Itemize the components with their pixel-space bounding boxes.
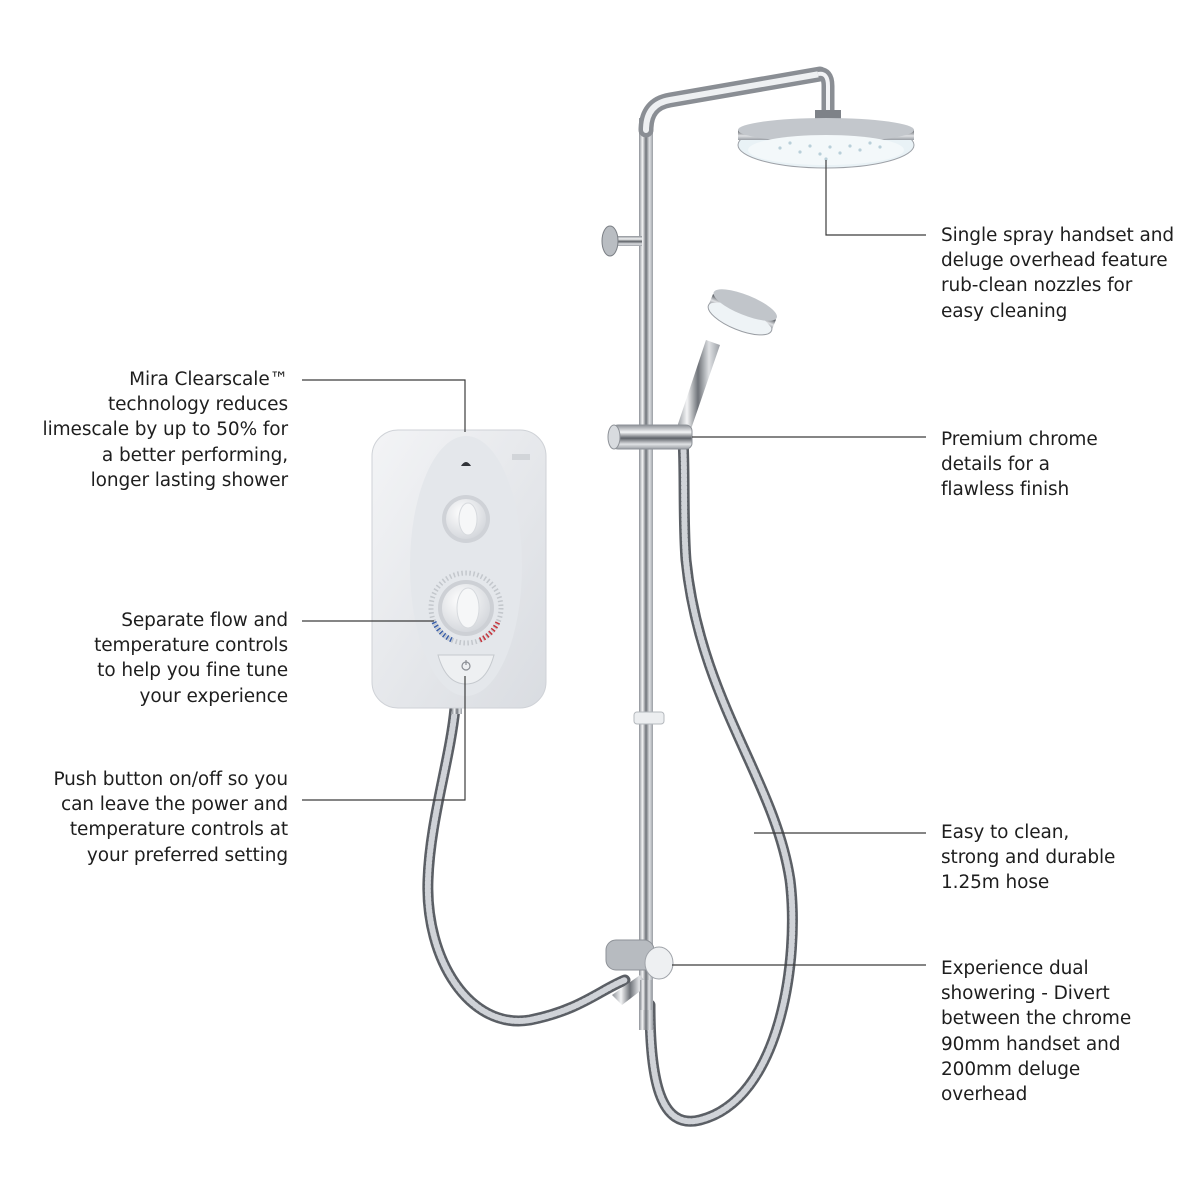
callout-chrome-details: Premium chrome details for a flawless fi… bbox=[941, 427, 1098, 503]
callout-clearscale-line: limescale by up to 50% for bbox=[42, 419, 289, 441]
callout-diverter-line: 90mm handset and bbox=[941, 1033, 1121, 1055]
handset-illustration bbox=[676, 289, 777, 432]
electric-shower-unit-illustration bbox=[371, 429, 547, 714]
callout-diverter-line: Experience dual bbox=[941, 958, 1089, 979]
callout-handset-overhead: Single spray handset and deluge overhead… bbox=[941, 223, 1174, 324]
callout-hose-line: 1.25m hose bbox=[941, 872, 1050, 894]
callout-clearscale: Mira Clearscale™ technology reduces lime… bbox=[42, 367, 289, 493]
diverter-illustration bbox=[605, 939, 674, 1010]
callout-clearscale-line: Mira Clearscale™ bbox=[129, 369, 288, 390]
callout-controls-line: to help you fine tune bbox=[97, 660, 288, 682]
callout-chrome-details-line: Premium chrome bbox=[941, 429, 1098, 450]
leader-line-handset-overhead bbox=[825, 160, 926, 236]
callout-clearscale-line: a better performing, bbox=[101, 444, 288, 466]
callout-diverter-line: showering - Divert bbox=[941, 983, 1110, 1005]
callout-diverter: Experience dual showering - Divert betwe… bbox=[941, 956, 1131, 1107]
callout-handset-overhead-line: rub-clean nozzles for bbox=[941, 275, 1133, 297]
callout-push-button-line: your preferred setting bbox=[86, 844, 288, 866]
hose-illustration bbox=[422, 434, 798, 1127]
riser-rail-illustration bbox=[601, 66, 835, 1030]
callout-push-button-line: Push button on/off so you bbox=[53, 769, 288, 790]
callout-hose-line: Easy to clean, bbox=[941, 822, 1070, 843]
callout-clearscale-line: longer lasting shower bbox=[90, 469, 288, 491]
overhead-deluge-head-illustration bbox=[737, 110, 915, 169]
callout-diverter-line: overhead bbox=[941, 1084, 1028, 1106]
callout-push-button-line: can leave the power and bbox=[61, 794, 288, 816]
callout-chrome-details-line: details for a bbox=[941, 454, 1050, 476]
callout-push-button: Push button on/off so you can leave the … bbox=[53, 767, 288, 868]
callout-handset-overhead-line: easy cleaning bbox=[941, 300, 1068, 322]
leader-line-push-button bbox=[302, 676, 466, 801]
callout-controls-line: Separate flow and bbox=[121, 610, 288, 631]
callout-controls: Separate flow and temperature controls t… bbox=[94, 608, 288, 709]
callout-handset-overhead-line: Single spray handset and bbox=[941, 225, 1174, 246]
leader-lines bbox=[302, 160, 926, 966]
callout-hose-line: strong and durable bbox=[941, 847, 1116, 869]
leader-line-clearscale bbox=[302, 379, 466, 432]
callout-diverter-line: between the chrome bbox=[941, 1008, 1132, 1030]
callout-controls-line: your experience bbox=[139, 685, 288, 707]
callout-clearscale-line: technology reduces bbox=[107, 394, 288, 416]
callout-handset-overhead-line: deluge overhead feature bbox=[941, 250, 1168, 272]
callout-chrome-details-line: flawless finish bbox=[941, 479, 1070, 501]
callout-diverter-line: 200mm deluge bbox=[941, 1058, 1081, 1080]
slider-bracket-illustration bbox=[607, 424, 693, 450]
callout-controls-line: temperature controls bbox=[94, 635, 288, 657]
callout-push-button-line: temperature controls at bbox=[69, 819, 288, 841]
callout-hose: Easy to clean, strong and durable 1.25m … bbox=[941, 820, 1115, 896]
